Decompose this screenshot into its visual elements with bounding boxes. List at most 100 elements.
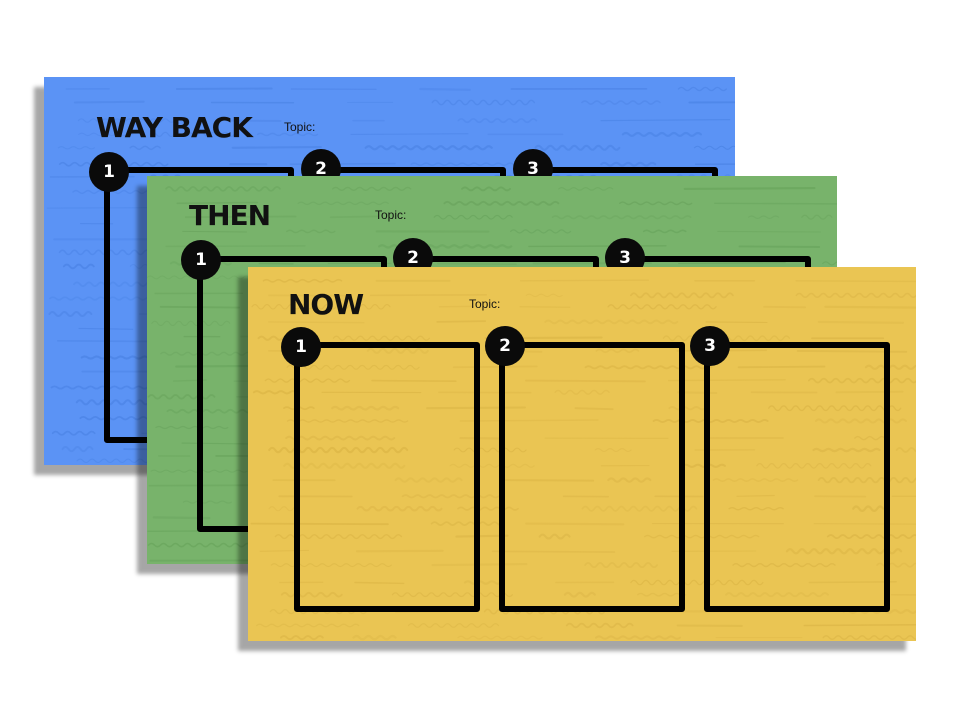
texture-scribble — [835, 390, 904, 394]
texture-scribble — [453, 447, 527, 453]
texture-scribble — [331, 405, 400, 411]
texture-scribble — [455, 534, 509, 538]
texture-scribble — [181, 442, 251, 445]
texture-scribble — [491, 550, 616, 553]
texture-scribble — [182, 230, 247, 233]
texture-scribble — [457, 635, 543, 640]
texture-scribble — [668, 379, 786, 382]
texture-scribble — [785, 548, 903, 555]
texture-scribble — [683, 187, 816, 190]
texture-scribble — [519, 306, 571, 308]
texture-scribble — [717, 230, 822, 233]
texture-scribble — [594, 448, 632, 453]
texture-scribble — [528, 245, 667, 248]
texture-scribble — [876, 562, 916, 568]
texture-scribble — [807, 377, 916, 384]
texture-scribble — [763, 305, 807, 309]
texture-scribble — [795, 280, 916, 283]
texture-scribble — [534, 144, 621, 151]
texture-scribble — [165, 186, 281, 192]
texture-scribble — [554, 389, 610, 395]
step-badge-2: 2 — [485, 326, 525, 366]
texture-scribble — [182, 500, 232, 504]
texture-scribble — [812, 447, 881, 453]
texture-scribble — [407, 623, 500, 628]
texture-scribble — [270, 563, 392, 568]
texture-scribble — [693, 145, 735, 150]
texture-scribble — [459, 419, 599, 422]
texture-scribble — [436, 262, 517, 266]
texture-scribble — [584, 562, 658, 569]
texture-scribble — [854, 435, 886, 441]
texture-scribble — [77, 118, 187, 123]
texture-scribble — [607, 477, 652, 483]
texture-scribble — [738, 245, 821, 248]
topic-label: Topic: — [469, 297, 501, 311]
texture-scribble — [668, 406, 707, 411]
card-texture — [250, 278, 916, 641]
texture-scribble — [401, 494, 500, 499]
texture-scribble — [808, 581, 897, 584]
texture-scribble — [250, 522, 389, 526]
texture-scribble — [681, 463, 726, 469]
texture-scribble — [175, 364, 263, 368]
texture-scribble — [268, 446, 409, 454]
texture-scribble — [814, 418, 907, 424]
texture-scribble — [714, 202, 837, 205]
texture-scribble — [817, 320, 905, 324]
texture-scribble — [525, 379, 646, 383]
texture-scribble — [728, 506, 784, 511]
texture-scribble — [286, 364, 420, 370]
texture-scribble — [48, 311, 93, 318]
texture-scribble — [256, 132, 319, 137]
texture-scribble — [813, 522, 916, 525]
texture-scribble — [419, 87, 471, 91]
texture-scribble — [637, 592, 687, 597]
texture-scribble — [621, 131, 702, 137]
texture-scribble — [607, 304, 717, 310]
texture-scribble — [801, 214, 833, 220]
texture-scribble — [286, 419, 409, 423]
texture-scribble — [430, 521, 505, 526]
texture-scribble — [538, 533, 571, 540]
texture-scribble — [78, 132, 134, 137]
texture-scribble — [297, 201, 389, 206]
texture-scribble — [678, 262, 786, 264]
texture-scribble — [364, 145, 493, 151]
texture-scribble — [463, 580, 502, 585]
texture-scribble — [895, 447, 916, 453]
texture-scribble — [824, 305, 916, 309]
texture-scribble — [259, 549, 310, 552]
texture-scribble — [565, 622, 634, 629]
card-title: THEN — [189, 199, 271, 232]
texture-scribble — [732, 563, 836, 568]
texture-scribble — [62, 263, 95, 270]
texture-scribble — [129, 145, 161, 151]
texture-scribble — [155, 425, 229, 430]
texture-scribble — [391, 592, 513, 598]
texture-scribble — [826, 534, 916, 540]
step-badge-1: 1 — [181, 240, 221, 280]
texture-scribble — [268, 321, 365, 324]
texture-scribble — [525, 522, 625, 526]
texture-scribble — [677, 86, 728, 92]
texture-scribble — [768, 405, 902, 412]
texture-scribble — [864, 364, 916, 370]
texture-scribble — [332, 186, 412, 192]
texture-scribble — [551, 215, 692, 220]
texture-scribble — [642, 229, 687, 234]
texture-scribble — [285, 435, 396, 441]
texture-scribble — [705, 321, 768, 324]
texture-scribble — [394, 477, 463, 483]
texture-scribble — [737, 365, 826, 369]
texture-scribble — [350, 133, 469, 135]
texture-scribble — [525, 293, 563, 298]
texture-scribble — [50, 385, 149, 390]
texture-scribble — [175, 87, 273, 90]
texture-scribble — [280, 591, 343, 598]
texture-scribble — [436, 320, 487, 323]
panel-frame-3 — [704, 342, 890, 612]
texture-scribble — [842, 609, 916, 615]
texture-scribble — [356, 505, 443, 512]
texture-scribble — [558, 187, 614, 191]
